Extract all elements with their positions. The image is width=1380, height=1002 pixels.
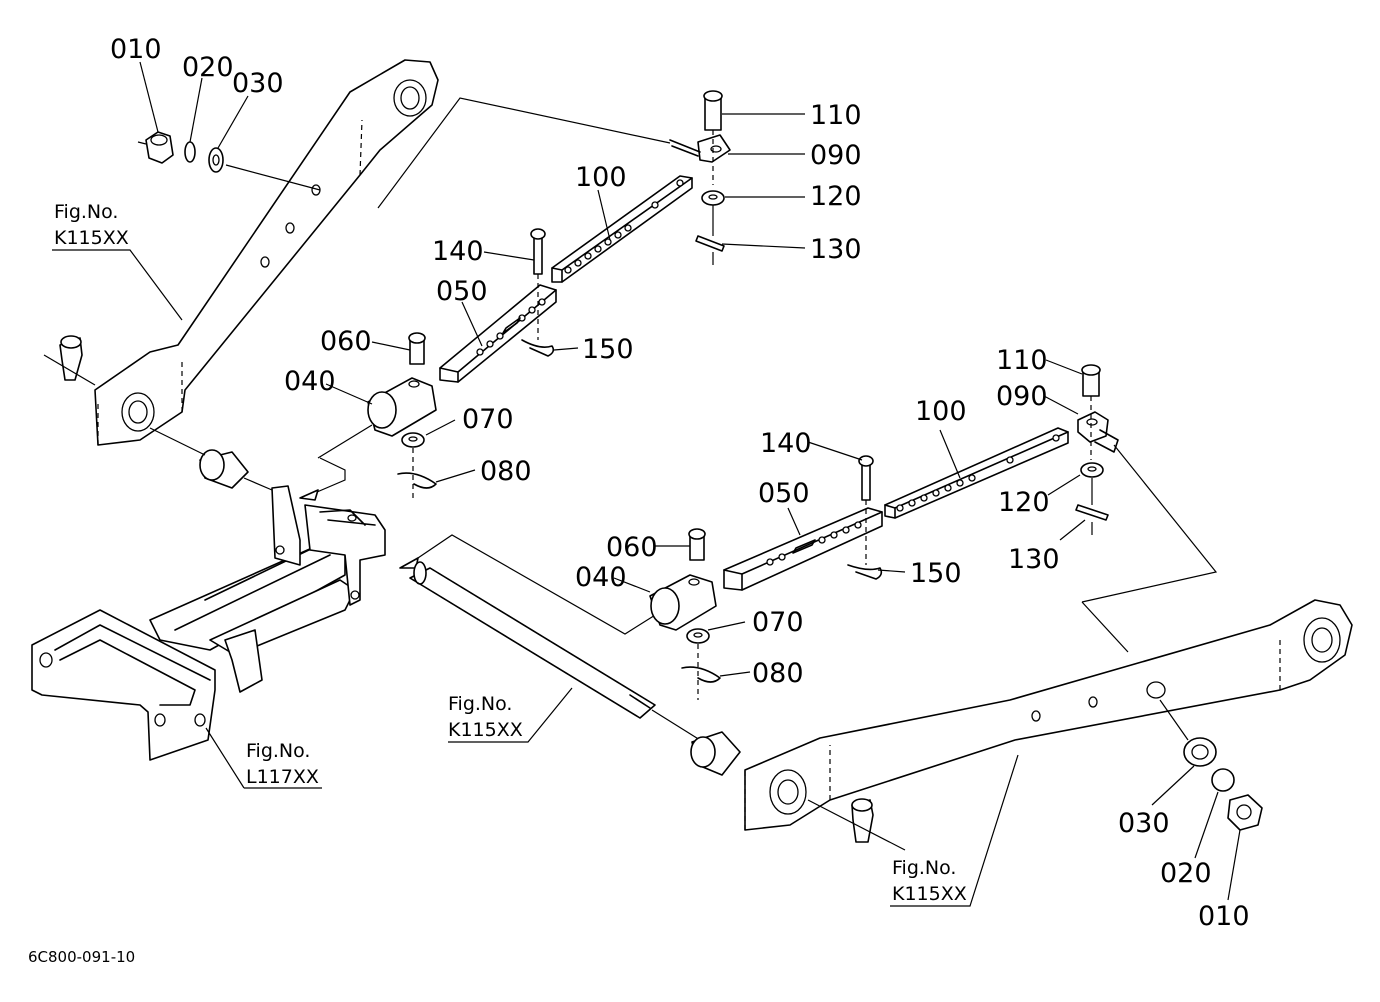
upper-left-fastener-stack xyxy=(137,97,671,209)
callout-cotter-right: 130 xyxy=(1008,544,1060,575)
callouts-right: 110 090 100 140 050 120 060 130 150 040 … xyxy=(575,345,1250,932)
callout-snap-pin-right: 080 xyxy=(752,658,804,689)
fig-ref-lower-arm: K115XX xyxy=(892,883,967,905)
left-stabilizer-assembly xyxy=(367,90,731,500)
callout-lynch-pin-right: 150 xyxy=(910,558,962,589)
callout-clevis-pin-left: 060 xyxy=(320,326,372,357)
callout-lock-washer-left: 020 xyxy=(182,52,234,83)
lower-right-fastener-stack xyxy=(1159,699,1263,831)
fig-label-cross-shaft: Fig.No. xyxy=(448,693,512,715)
lower-right-lift-arm xyxy=(744,444,1353,851)
fig-ref-drawbar-frame: L117XX xyxy=(246,766,319,788)
callout-leaders xyxy=(52,61,1241,907)
callout-top-pin-right: 110 xyxy=(996,345,1048,376)
callout-washer-left: 030 xyxy=(232,68,284,99)
callout-clevis-pin-right: 060 xyxy=(606,532,658,563)
inner-rod-holes xyxy=(564,179,684,274)
callout-swivel-right: 040 xyxy=(575,562,627,593)
right-stabilizer-assembly xyxy=(649,364,1119,700)
cross-shaft xyxy=(409,561,701,741)
fig-label-drawbar-frame: Fig.No. xyxy=(246,740,310,762)
callout-adjust-pin-left: 140 xyxy=(432,236,484,267)
callout-cotter-left: 130 xyxy=(810,234,862,265)
callout-washer-right: 030 xyxy=(1118,808,1170,839)
callout-top-washer-right: 120 xyxy=(998,487,1050,518)
callout-top-washer-left: 120 xyxy=(810,181,862,212)
fig-label-upper-arm: Fig.No. xyxy=(54,201,118,223)
callout-rod-end-left: 090 xyxy=(810,140,862,171)
callout-snap-pin-left: 080 xyxy=(480,456,532,487)
callout-outer-tube-right: 050 xyxy=(758,478,810,509)
callout-nut-left: 010 xyxy=(110,34,162,65)
callout-rod-end-right: 090 xyxy=(996,381,1048,412)
drawing-code: 6C800-091-10 xyxy=(28,948,135,966)
callout-lock-washer-right: 020 xyxy=(1160,858,1212,889)
callout-swivel-left: 040 xyxy=(284,366,336,397)
callouts-left: 010 020 030 110 090 100 120 130 140 050 … xyxy=(110,34,862,487)
upper-left-lift-arm xyxy=(43,59,439,446)
callout-inner-rod-left: 100 xyxy=(575,162,627,193)
callout-nut-right: 010 xyxy=(1198,901,1250,932)
figure-references: Fig.No. K115XX Fig.No. K115XX Fig.No. L1… xyxy=(54,201,967,905)
left-bushing xyxy=(149,427,273,491)
callout-lynch-pin-left: 150 xyxy=(582,334,634,365)
callout-pin-washer-right: 070 xyxy=(752,607,804,638)
right-bushing xyxy=(690,731,741,776)
fig-ref-upper-arm: K115XX xyxy=(54,227,129,249)
callout-adjust-pin-right: 140 xyxy=(760,428,812,459)
callout-top-pin-left: 110 xyxy=(810,100,862,131)
fig-ref-cross-shaft: K115XX xyxy=(448,719,523,741)
fig-label-lower-arm: Fig.No. xyxy=(892,857,956,879)
callout-inner-rod-right: 100 xyxy=(915,396,967,427)
callout-outer-tube-left: 050 xyxy=(436,276,488,307)
drawbar-frame xyxy=(31,424,661,761)
callout-pin-washer-left: 070 xyxy=(462,404,514,435)
